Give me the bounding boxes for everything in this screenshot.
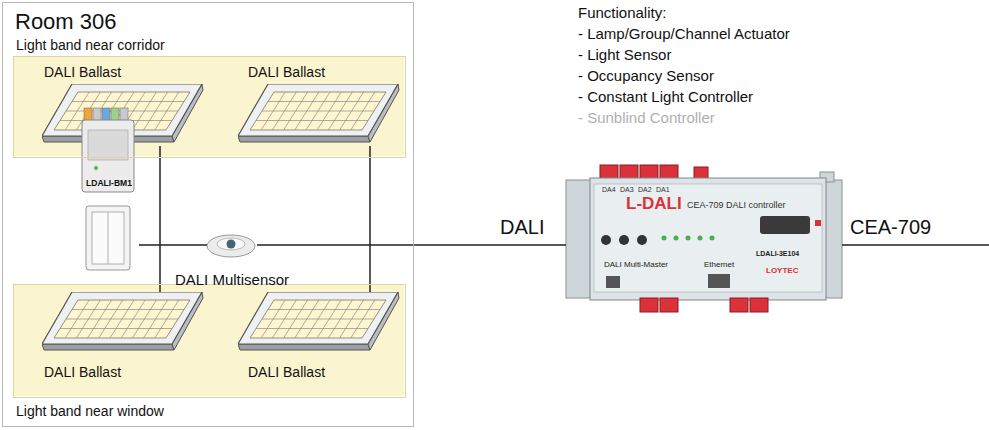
functionality-item: Functionality:: [578, 4, 666, 21]
bus-label: DALI: [500, 216, 544, 239]
device-label: Ethernet: [704, 260, 734, 269]
light-band: Light band near corridorDALI BallastDALI…: [13, 56, 406, 158]
functionality-item: - Light Sensor: [578, 46, 671, 63]
functionality-item: - Constant Light Controller: [578, 88, 753, 105]
l-dali-controller: L-DALICEA-709 DALI controllerDA4DA3DA2DA…: [566, 164, 842, 312]
node-label: DALI Ballast: [248, 364, 325, 380]
device-label: LOYTEC: [766, 266, 798, 275]
controller-device: [566, 165, 842, 312]
node-label: DALI Ballast: [248, 64, 325, 80]
room-region: Room 306Light band near corridorDALI Bal…: [2, 2, 414, 427]
bm1-module: [82, 108, 134, 192]
light-band: Light band near windowDALI BallastDALI B…: [13, 284, 406, 398]
ldali-bm1: LDALI-BM1: [79, 107, 139, 275]
dali-bus-line: [139, 244, 207, 246]
node-label: DALI Multisensor: [175, 271, 289, 288]
band-fill: [13, 284, 404, 396]
node-label: LDALI-BM1: [86, 179, 132, 189]
device-label: LDALI-3E104: [756, 250, 799, 258]
push-button-switch: [86, 206, 130, 270]
luminaire: [238, 292, 399, 350]
device-label: DA4: [602, 186, 616, 194]
dali-ballast: DALI Ballast: [38, 292, 208, 384]
device-label: DA2: [638, 186, 652, 194]
node-label: Light band near window: [16, 403, 164, 419]
bus-label: CEA-709: [850, 216, 931, 239]
dali-bus-line: [159, 146, 161, 292]
dali-bus-line: [257, 244, 566, 246]
device-label: DA1: [656, 186, 670, 194]
luminaire: [238, 84, 399, 142]
node-label: DALI Ballast: [44, 64, 121, 80]
cea709-wire: [842, 244, 989, 246]
device-label: DALI Multi-Master: [604, 260, 668, 269]
functionality-item: - Sunblind Controller: [578, 109, 715, 126]
dali-ballast: DALI Ballast: [240, 292, 404, 384]
dali-bus-line: [369, 146, 371, 292]
dali-multisensor: DALI Multisensor: [207, 235, 257, 259]
dali-ballast: DALI Ballast: [240, 62, 404, 146]
dali-ballast: DALI Ballast: [38, 62, 208, 146]
node-label: Room 306: [15, 9, 117, 34]
band-fill: [13, 56, 404, 156]
multisensor-dome: [207, 235, 255, 257]
device-label: CEA-709 DALI controller: [687, 200, 786, 210]
functionality-item: - Lamp/Group/Channel Actuator: [578, 25, 790, 42]
node-label: DALI Ballast: [44, 364, 121, 380]
luminaire: [42, 292, 203, 350]
node-label: Light band near corridor: [16, 37, 165, 53]
device-label: DA3: [620, 186, 634, 194]
functionality-item: - Occupancy Sensor: [578, 67, 714, 84]
node-label: L-DALI: [626, 194, 682, 214]
